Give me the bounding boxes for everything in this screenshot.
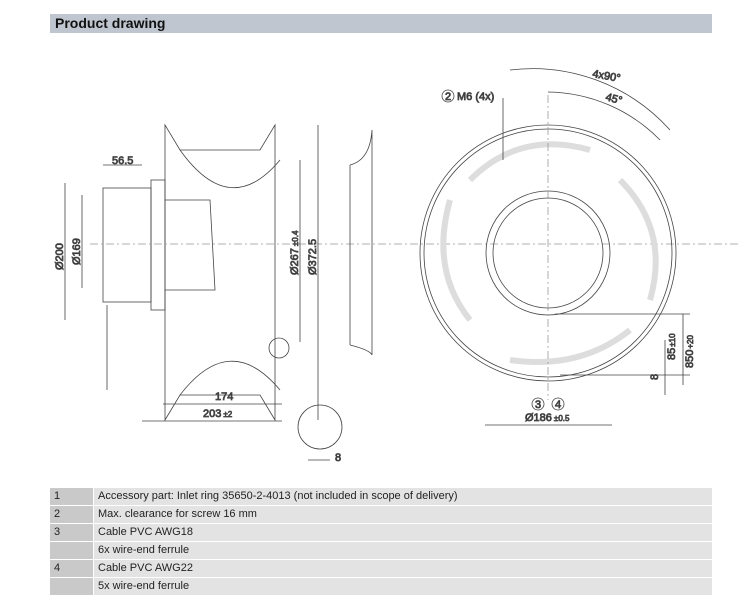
row-number: 4	[50, 560, 93, 577]
row-text: Accessory part: Inlet ring 35650-2-4013 …	[94, 488, 712, 505]
dim-d186: Ø186±0.5	[525, 412, 570, 424]
row-number: 1	[50, 488, 93, 505]
row-number	[50, 542, 93, 559]
dim-m6: M6 (4x)	[457, 91, 494, 103]
callout-2: 2	[445, 91, 451, 103]
dim-d200: Ø200	[54, 243, 66, 270]
dim-d169: Ø169	[71, 238, 83, 265]
angle-45: 45°	[604, 91, 623, 107]
callout-2-circle	[441, 89, 455, 103]
section-title: Product drawing	[55, 15, 166, 31]
side-dimension-lines	[64, 125, 343, 461]
callout-4: 4	[555, 399, 561, 411]
angle-4x90: 4x90°	[591, 68, 621, 85]
row-text: 6x wire-end ferrule	[94, 542, 712, 559]
row-number: 2	[50, 506, 93, 523]
row-text: Max. clearance for screw 16 mm	[94, 506, 712, 523]
row-number: 3	[50, 524, 93, 541]
section-header: Product drawing	[50, 14, 712, 33]
table-row: 5x wire-end ferrule	[50, 578, 712, 595]
table-row: 6x wire-end ferrule	[50, 542, 712, 559]
dim-203: 203±2	[203, 408, 233, 420]
dim-56-5: 56.5	[112, 155, 133, 167]
callout-3-circle	[531, 397, 545, 411]
callout-3: 3	[535, 399, 541, 411]
row-text: Cable PVC AWG22	[94, 560, 712, 577]
fan-front-view	[419, 68, 690, 426]
row-text: 5x wire-end ferrule	[94, 578, 712, 595]
dim-85: 85±10	[666, 333, 678, 360]
row-text: Cable PVC AWG18	[94, 524, 712, 541]
dim-d372-5: Ø372.5	[307, 239, 319, 275]
dim-174: 174	[215, 391, 233, 403]
dim-850: 850+20	[684, 335, 696, 368]
row-number	[50, 578, 93, 595]
dim-8-cable: 8	[649, 374, 661, 380]
dim-d267: Ø267±0.4	[289, 230, 301, 275]
dim-8-detail: 8	[335, 452, 341, 464]
fan-side-view	[90, 123, 740, 422]
callout-4-circle	[551, 397, 565, 411]
